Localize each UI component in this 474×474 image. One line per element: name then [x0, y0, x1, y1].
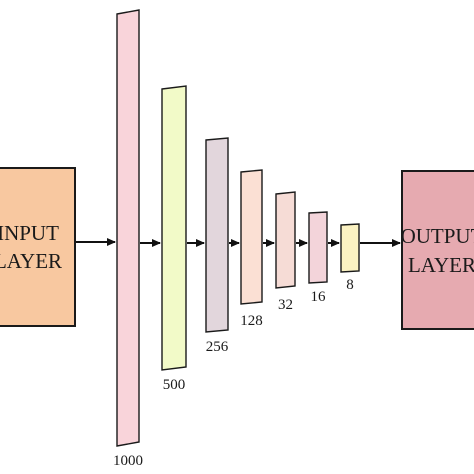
hidden-layer-8: [340, 223, 360, 273]
output-layer-label-line1: OUTPUT: [401, 224, 474, 248]
hidden-layer-256: [205, 137, 229, 333]
hidden-layer-units-label: 8: [346, 277, 354, 293]
output-layer: OUTPUT LAYER: [401, 170, 474, 330]
hidden-layer-units-label: 500: [163, 377, 186, 393]
connection-arrows: [76, 238, 401, 247]
hidden-layer-1000: [116, 9, 140, 447]
hidden-layer-500: [161, 85, 187, 371]
hidden-layer-units-label: 1000: [113, 453, 143, 469]
output-layer-box: [401, 170, 474, 330]
hidden-layer-units-label: 128: [240, 313, 263, 329]
input-layer: INPUT LAYER: [0, 167, 76, 327]
output-layer-label-line2: LAYER: [408, 253, 474, 277]
input-layer-label-line1: INPUT: [0, 221, 59, 245]
hidden-layer-units-label: 32: [278, 297, 293, 313]
hidden-layer-16: [308, 211, 328, 284]
hidden-layers: 1000 500 256 128 32 16 8: [113, 9, 360, 469]
hidden-layer-units-label: 256: [206, 339, 229, 355]
hidden-layer-units-label: 16: [311, 289, 327, 305]
input-layer-label-line2: LAYER: [0, 249, 62, 273]
hidden-layer-32: [275, 191, 296, 289]
input-layer-box: [0, 167, 76, 327]
hidden-layer-128: [240, 169, 263, 305]
